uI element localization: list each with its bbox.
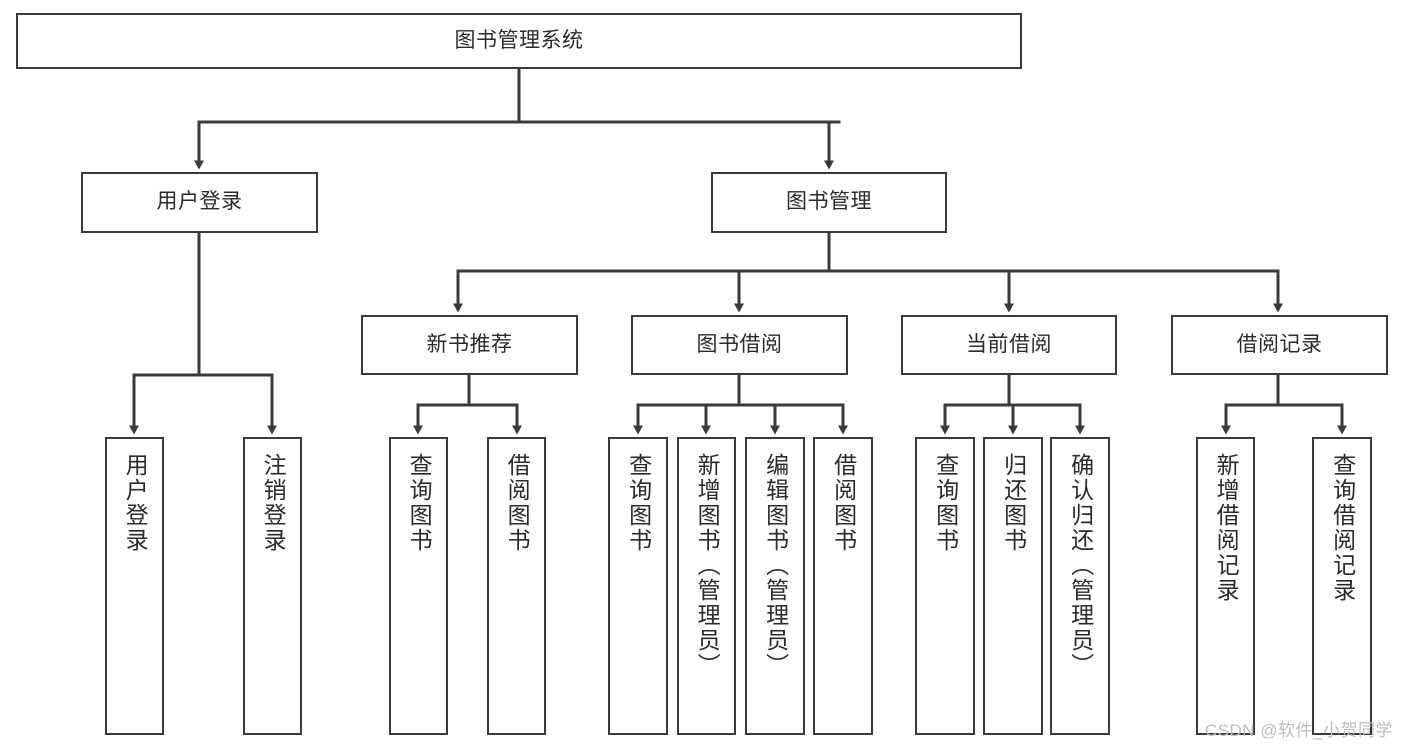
- node-label: 图书管理系统: [454, 28, 584, 52]
- node-borrow-record[interactable]: 借阅记录: [1171, 315, 1388, 375]
- node-leaf-borrow-book-nbr[interactable]: 借阅图书: [487, 437, 546, 735]
- node-leaf-user-login[interactable]: 用户登录: [105, 437, 164, 735]
- node-leaf-query-book-bb[interactable]: 查询图书: [608, 437, 668, 735]
- node-label: 图书借阅: [696, 332, 783, 356]
- node-leaf-add-borrow-record[interactable]: 新增借阅记录: [1196, 437, 1255, 735]
- node-label: 查询图书: [406, 453, 433, 553]
- node-leaf-query-book-nbr[interactable]: 查询图书: [389, 437, 448, 735]
- node-label: 归还图书: [1000, 453, 1027, 553]
- node-leaf-confirm-return-admin[interactable]: 确认归还（管理员）: [1050, 437, 1110, 735]
- node-label: 图书管理: [786, 190, 872, 214]
- node-root-book-management-system[interactable]: 图书管理系统: [16, 13, 1022, 69]
- node-label: 借阅记录: [1236, 332, 1323, 356]
- node-leaf-return-book[interactable]: 归还图书: [983, 437, 1043, 735]
- node-label: 查询图书: [625, 453, 652, 553]
- node-leaf-logout[interactable]: 注销登录: [243, 437, 302, 735]
- node-label: 用户登录: [122, 453, 149, 553]
- node-label: 编辑图书（管理员）: [762, 453, 789, 678]
- node-new-book-recommendation[interactable]: 新书推荐: [361, 315, 578, 375]
- node-label: 借阅图书: [830, 453, 857, 553]
- node-label: 用户登录: [156, 190, 243, 214]
- node-label: 新增图书（管理员）: [694, 453, 721, 678]
- node-leaf-edit-book-admin[interactable]: 编辑图书（管理员）: [745, 437, 805, 735]
- node-book-borrowing[interactable]: 图书借阅: [631, 315, 848, 375]
- node-leaf-add-book-admin[interactable]: 新增图书（管理员）: [677, 437, 736, 735]
- node-leaf-borrow-book-bb[interactable]: 借阅图书: [813, 437, 873, 735]
- node-label: 确认归还（管理员）: [1067, 453, 1094, 678]
- node-label: 新书推荐: [426, 332, 513, 356]
- node-label: 查询借阅记录: [1329, 453, 1356, 603]
- node-book-management[interactable]: 图书管理: [711, 172, 947, 233]
- node-leaf-query-borrow-record[interactable]: 查询借阅记录: [1312, 437, 1372, 735]
- node-label: 当前借阅: [966, 332, 1052, 356]
- node-user-login[interactable]: 用户登录: [81, 172, 318, 233]
- node-label: 新增借阅记录: [1213, 453, 1240, 603]
- node-leaf-query-book-cb[interactable]: 查询图书: [915, 437, 975, 735]
- node-label: 查询图书: [932, 453, 959, 553]
- node-current-borrowing[interactable]: 当前借阅: [901, 315, 1117, 375]
- node-label: 借阅图书: [504, 453, 531, 553]
- node-label: 注销登录: [260, 453, 287, 553]
